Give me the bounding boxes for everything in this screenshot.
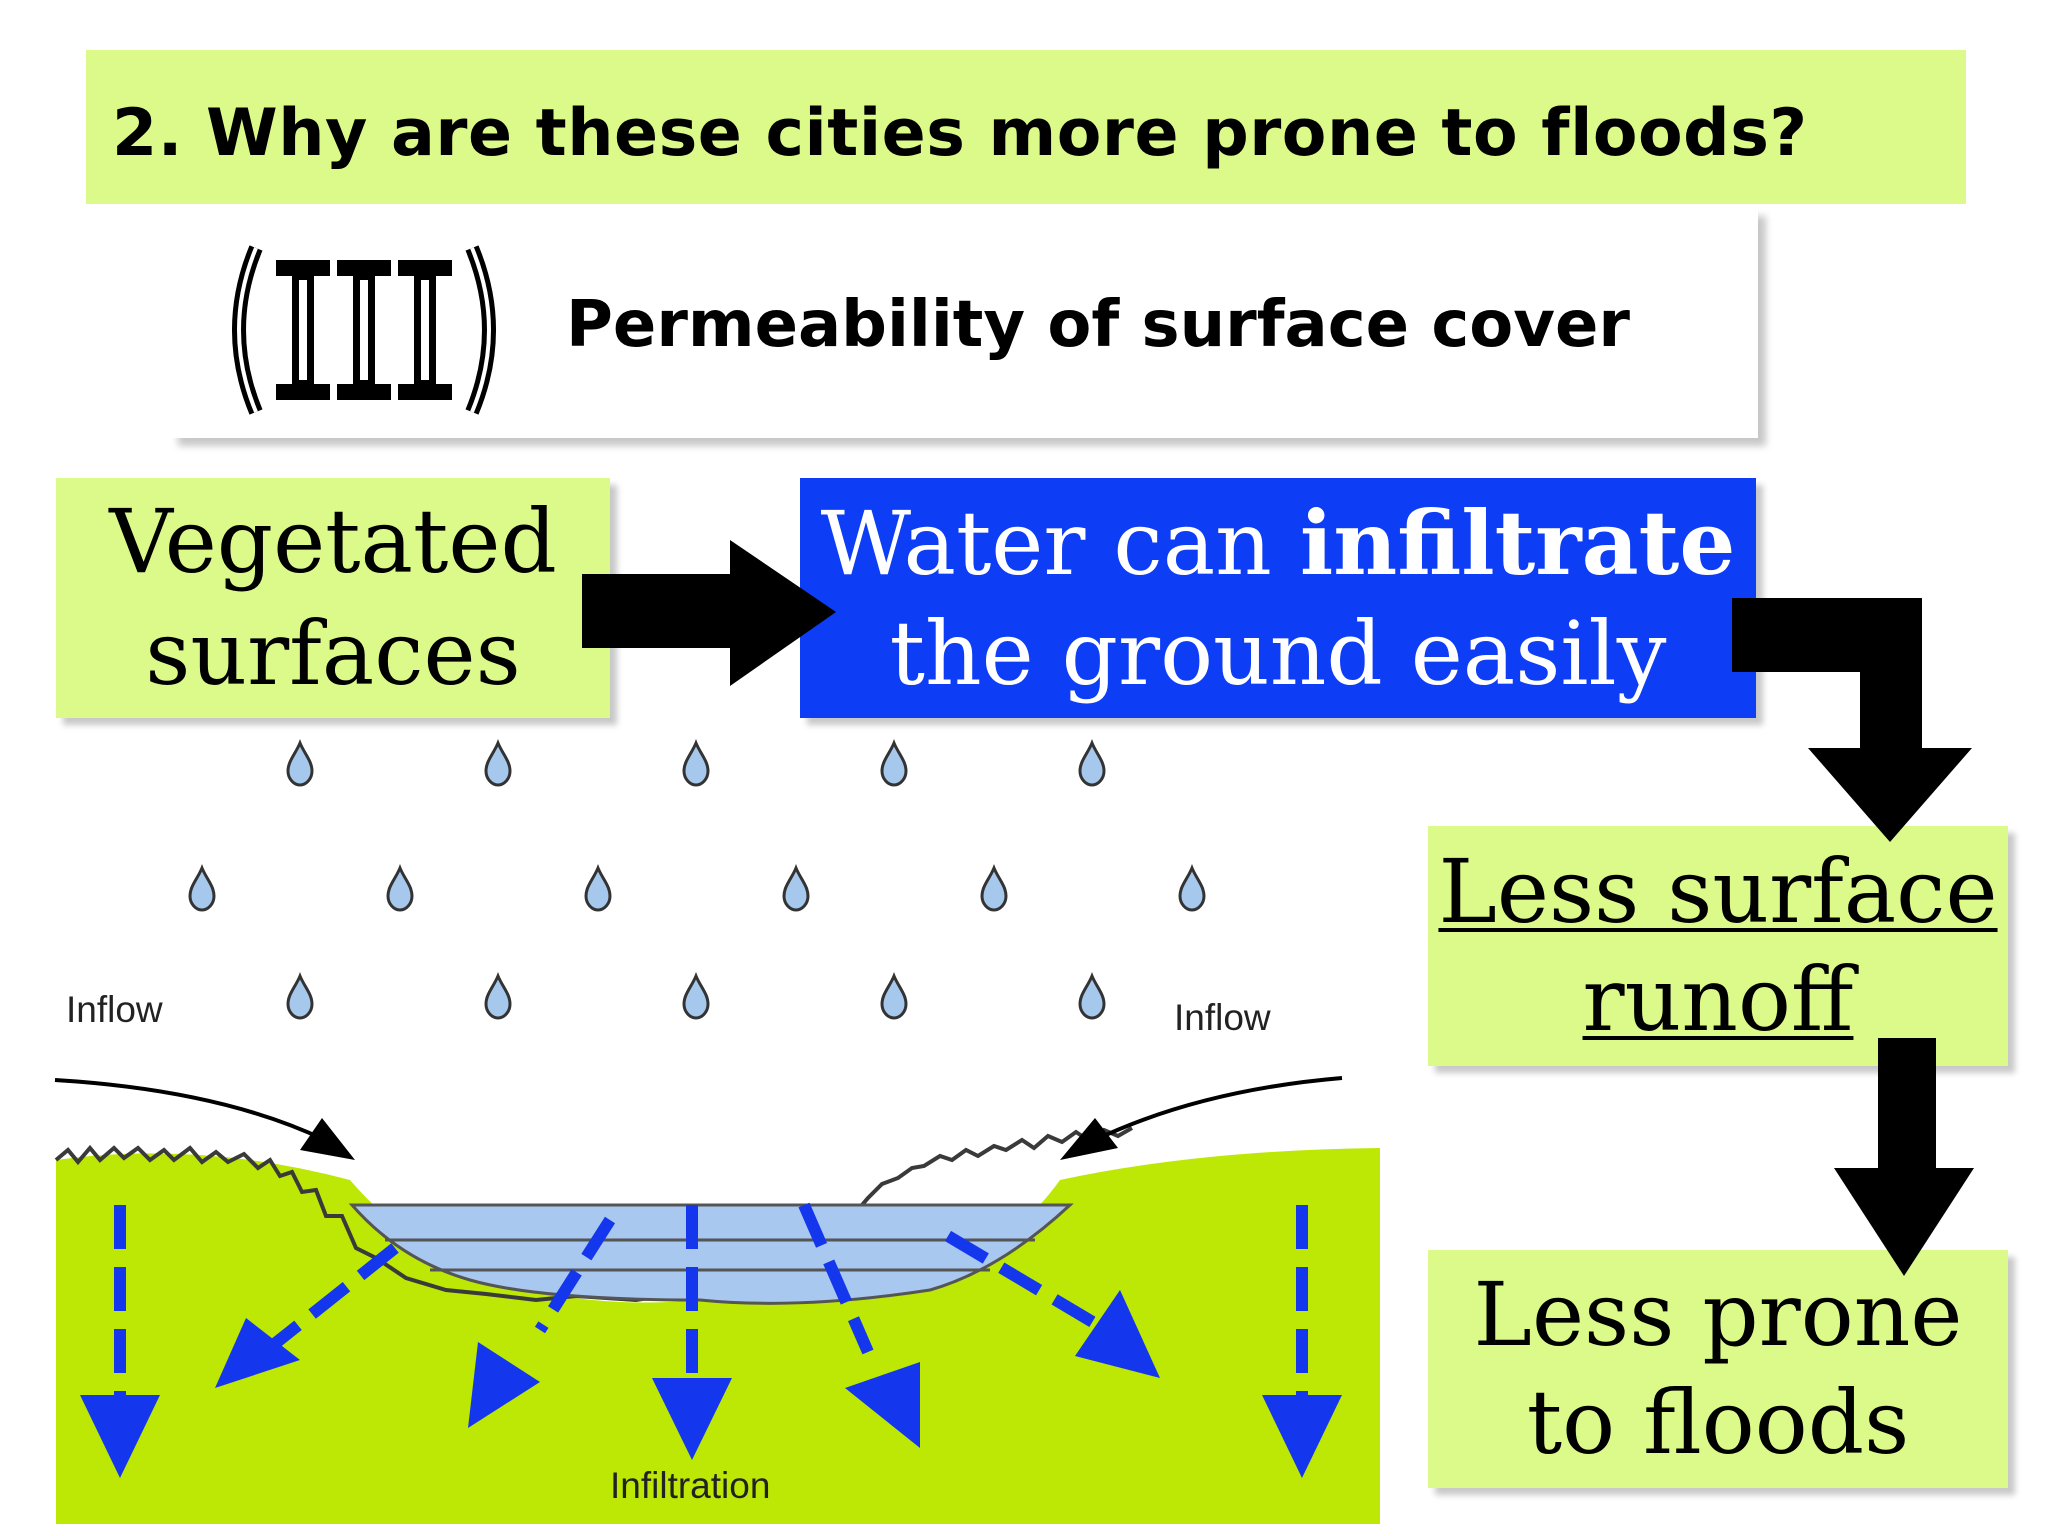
inflow-label-right: Inflow [1174,997,1271,1038]
flow-arrow-down [1834,1038,1974,1276]
vegetated-line-1: Vegetated [109,490,557,593]
infiltration-label: Infiltration [610,1465,770,1506]
inflow-label-left: Inflow [66,989,163,1030]
pond-water [348,1203,1074,1305]
infiltration-arrows [114,1202,1308,1395]
inflow-arrow-left [54,1078,326,1142]
inflow-arrowhead-right [1060,1118,1118,1160]
flow-arrow-elbow-down [1732,598,1972,842]
flow-arrow-right [582,540,836,686]
inflow-arrow-right [1094,1076,1343,1142]
infiltrate-box: Water can infiltrate the ground easily [800,478,1756,718]
roman-numeral-badge [232,245,496,415]
inflow-arrowhead-left [300,1118,355,1160]
less-runoff-box: Less surface runoff [1428,826,2008,1066]
infiltrate-bold-word: infiltrate [1299,490,1736,595]
ground-surface [56,1148,1380,1524]
vegetated-line-2: surfaces [145,602,521,705]
less-prone-line-2: to floods [1526,1371,1910,1474]
page-title: 2. Why are these cities more prone to fl… [112,96,1808,171]
infiltrate-line-2: the ground easily [889,601,1667,705]
title-banner [86,50,1966,204]
subtitle-text: Permeability of surface cover [566,288,1630,362]
less-prone-box: Less prone to floods [1428,1250,2008,1488]
vegetated-surfaces-box: Vegetated surfaces [56,478,610,718]
infiltration-arrowheads [80,1290,1342,1478]
grass-edge [54,1126,1133,1303]
less-prone-line-1: Less prone [1473,1263,1963,1366]
less-runoff-line-1: Less surface [1438,840,1998,943]
raindrops [188,741,1206,1020]
infiltrate-line-1: Water can infiltrate [820,490,1736,595]
less-runoff-line-2: runoff [1582,948,1854,1051]
